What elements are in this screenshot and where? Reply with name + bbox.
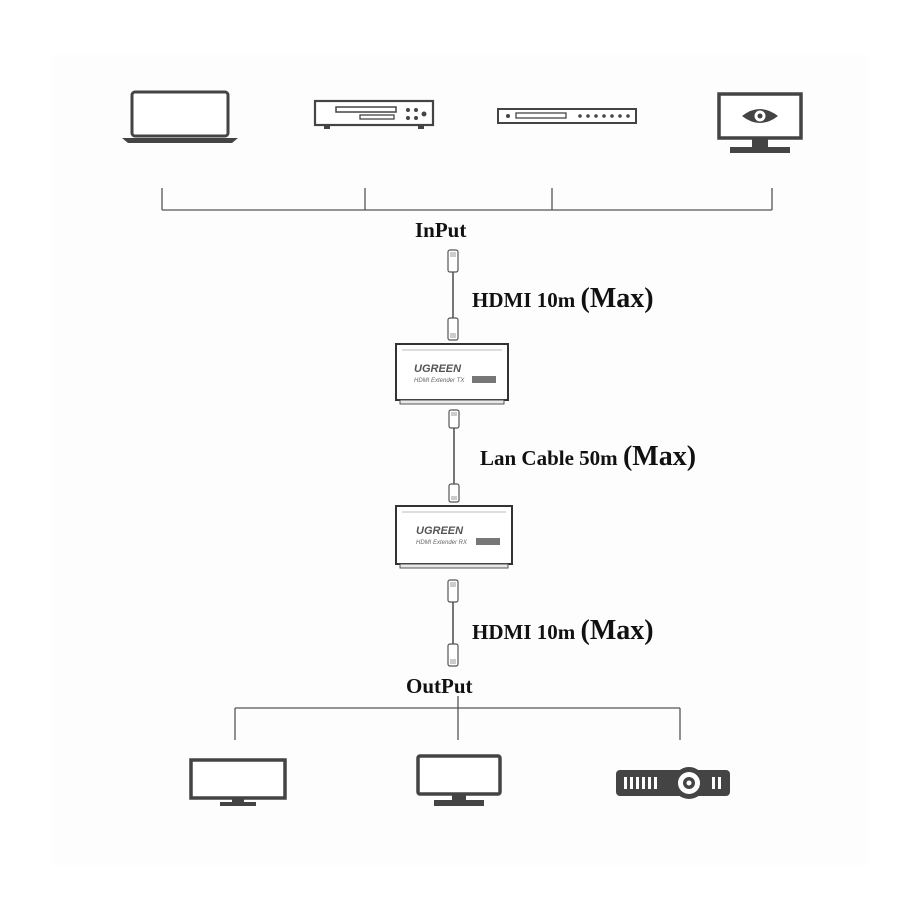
- hdmi-output-max: (Max): [580, 615, 654, 646]
- hdmi-output-label: HDMI 10m (Max): [472, 615, 654, 647]
- hdmi-input-label: HDMI 10m (Max): [472, 283, 654, 315]
- receiver-brand: UGREEN: [416, 525, 464, 537]
- tv-icon: [189, 758, 287, 806]
- dvd-player-icon: [313, 99, 435, 129]
- output-title: OutPut: [406, 674, 473, 698]
- lan-cable-length: Lan Cable 50m: [480, 446, 618, 470]
- eye-monitor-icon: [717, 92, 803, 153]
- transmitter-model: HDMI Extender TX: [414, 378, 465, 384]
- lan-cable: [448, 409, 460, 503]
- hdmi-input-length: HDMI 10m: [472, 288, 576, 312]
- hdmi-cable-output: [447, 579, 459, 667]
- laptop-icon: [122, 90, 238, 143]
- projector-icon: [616, 767, 730, 799]
- hdmi-cable-input: [447, 249, 459, 341]
- receiver-model: HDMI Extender RX: [416, 540, 468, 546]
- monitor-icon: [416, 754, 502, 806]
- set-top-box-icon: [497, 108, 637, 124]
- lan-cable-label: Lan Cable 50m (Max): [480, 441, 696, 473]
- diagram-background: [52, 55, 868, 865]
- hdmi-input-max: (Max): [580, 283, 654, 314]
- hdmi-extender-receiver: UGREEN HDMI Extender RX: [395, 505, 513, 569]
- input-title: InPut: [415, 218, 467, 242]
- lan-cable-max: (Max): [622, 441, 697, 472]
- hdmi-output-length: HDMI 10m: [472, 620, 576, 644]
- hdmi-extender-transmitter: UGREEN HDMI Extender TX: [395, 343, 509, 405]
- transmitter-brand: UGREEN: [414, 363, 462, 375]
